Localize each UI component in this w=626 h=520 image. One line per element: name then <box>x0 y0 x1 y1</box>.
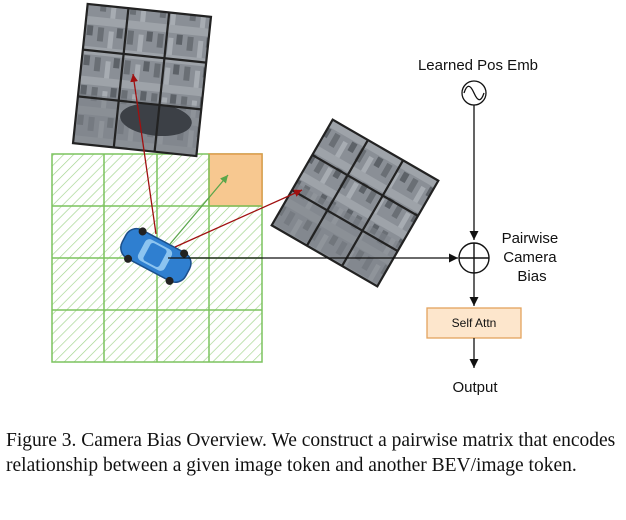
learned-pos-emb-label: Learned Pos Emb <box>418 57 538 74</box>
plus-circle-icon <box>458 242 490 274</box>
highlighted-bev-cell <box>208 153 263 207</box>
pairwise-label-line-2: Camera <box>503 249 557 266</box>
self-attn-label: Self Attn <box>452 316 497 330</box>
camera-image-front <box>71 2 213 158</box>
arrow-to-bev-cell <box>169 174 229 245</box>
self-attn-box <box>426 307 522 339</box>
pairwise-label-line-3: Bias <box>517 268 546 285</box>
figure-caption: Figure 3. Camera Bias Overview. We const… <box>6 430 616 476</box>
camera-image-side <box>270 118 440 288</box>
arrow-to-image-token-side <box>174 189 303 248</box>
camera-bias-diagram: Learned Pos Emb Pairwise Camera Bias Sel… <box>51 2 563 396</box>
output-label: Output <box>452 379 498 396</box>
car-icon <box>120 227 192 285</box>
sine-wave-icon <box>461 80 487 106</box>
pairwise-camera-bias-label: Pairwise Camera Bias <box>502 230 563 285</box>
arrow-to-image-token-front <box>130 73 157 235</box>
pairwise-label-line-1: Pairwise <box>502 230 559 247</box>
